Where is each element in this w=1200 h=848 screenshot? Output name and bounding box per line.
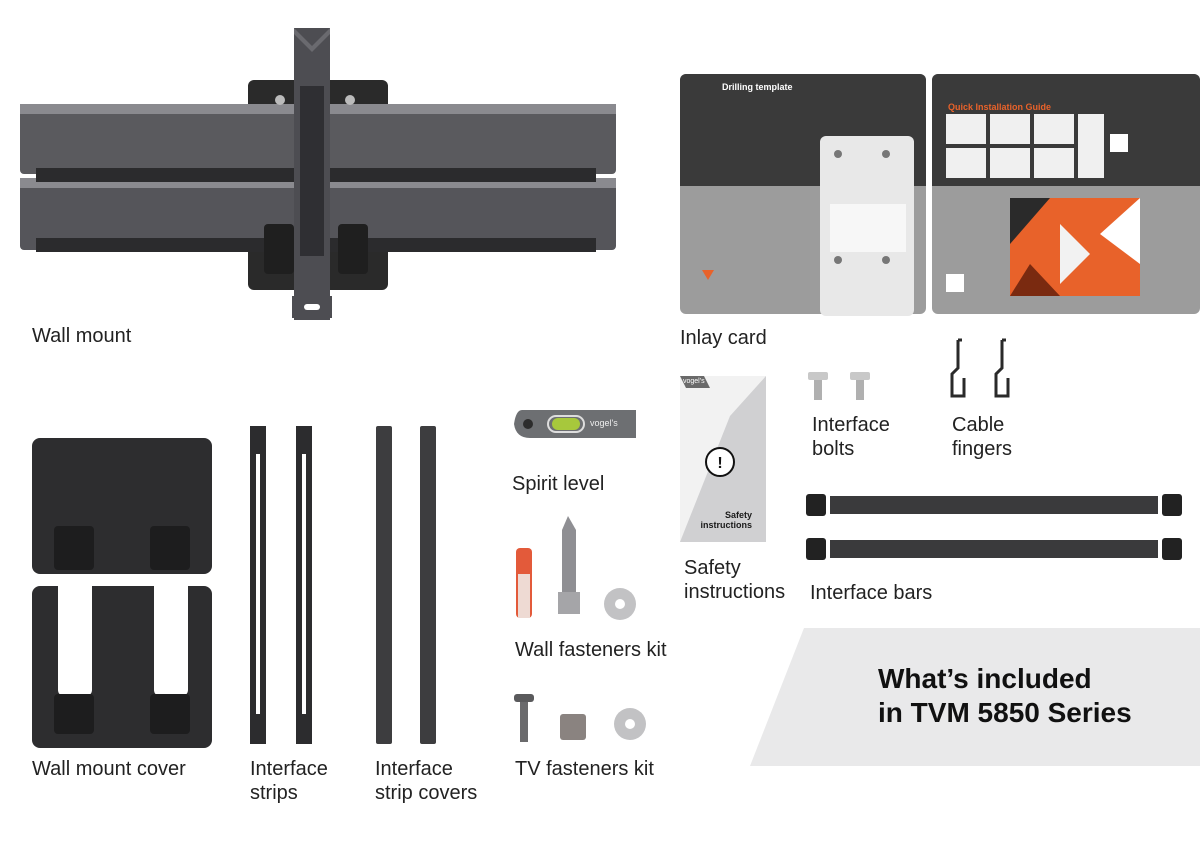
interface-bars-label: Interface bars <box>810 582 933 604</box>
interface-strip-covers-label: Interface strip covers <box>375 758 478 804</box>
inlay-card-image: Drilling template Quick Installation Gui… <box>680 74 1200 316</box>
wall-mount-image <box>20 28 616 320</box>
spirit-level-label: Spirit level <box>512 473 605 495</box>
safety-card-text: Safety instructions <box>700 510 752 530</box>
spirit-level-brand: vogel's <box>590 418 618 428</box>
inlay-right-title: Quick Installation Guide <box>948 102 1051 112</box>
safety-instructions-image: ! <box>680 376 766 542</box>
inlay-card-label: Inlay card <box>680 327 767 349</box>
wall-mount-cover-label: Wall mount cover <box>32 758 186 780</box>
included-banner <box>750 628 1200 766</box>
tv-fasteners-kit-label: TV fasteners kit <box>515 758 654 780</box>
interface-bars-image <box>806 494 1182 560</box>
safety-card-brand: vogel's <box>683 378 705 385</box>
spirit-level-image <box>514 410 636 438</box>
inlay-left-title: Drilling template <box>722 82 793 92</box>
wall-fasteners-kit-label: Wall fasteners kit <box>515 639 667 661</box>
cable-fingers-label: Cable fingers <box>952 414 1013 460</box>
interface-bolts-label: Interface bolts <box>812 414 890 460</box>
banner-title: What’s included in TVM 5850 Series <box>878 663 1132 728</box>
wall-mount-label: Wall mount <box>32 325 132 347</box>
safety-instructions-label: Safety instructions <box>684 557 786 603</box>
cable-fingers-image <box>950 338 1010 398</box>
tv-fasteners-kit-image <box>514 694 646 742</box>
interface-bolts-image <box>808 372 870 400</box>
safety-warning-icon: ! <box>717 455 722 472</box>
interface-strip-covers-image <box>376 426 436 744</box>
interface-strips-image <box>250 426 312 744</box>
wall-mount-cover-image <box>32 438 212 748</box>
wall-fasteners-kit-image <box>516 516 636 620</box>
interface-strips-label: Interface strips <box>250 758 328 804</box>
